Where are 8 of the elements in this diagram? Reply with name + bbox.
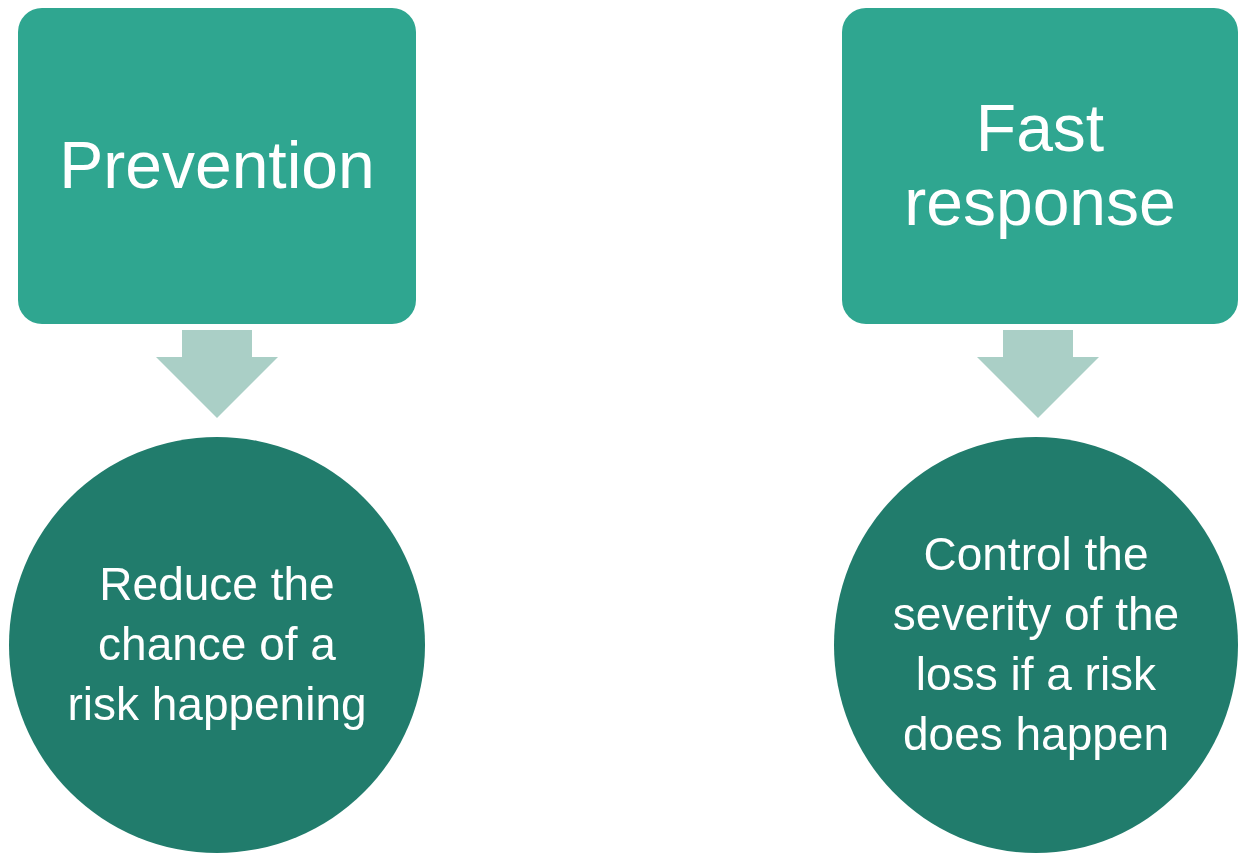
node-label: Prevention — [59, 129, 375, 203]
block-arrow — [977, 330, 1099, 418]
node-label: Fast response — [903, 92, 1177, 240]
process-box — [842, 8, 1238, 324]
node-label: Control the severity of the loss if a risk does happen — [891, 527, 1181, 762]
block-arrow — [156, 330, 278, 418]
process-box — [18, 8, 416, 324]
node-label: Reduce the chance of a risk happening — [66, 557, 368, 732]
